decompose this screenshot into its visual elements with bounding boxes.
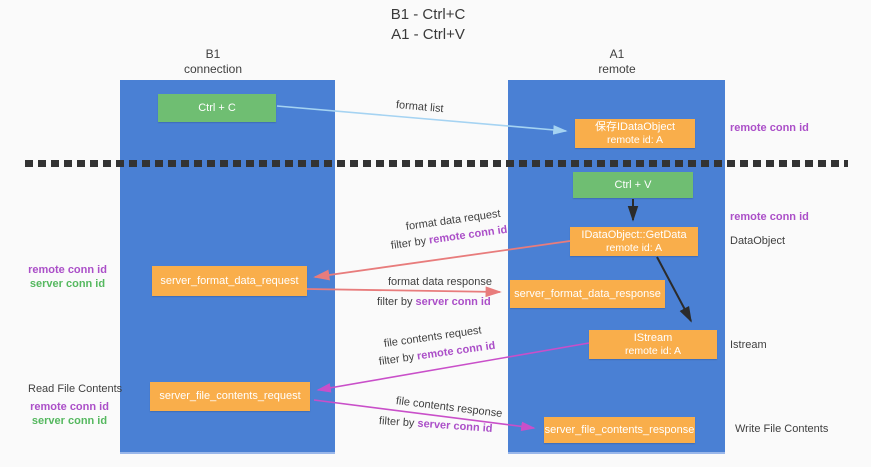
server-format-data-response-label: server_format_data_response [514,287,661,300]
dataobject-label: DataObject [730,235,786,247]
server-file-contents-request-label: server_file_contents_request [159,390,301,402]
legend2-server-conn-id: server conn id [31,415,108,427]
istream-line1: IStream [633,331,673,344]
remote-conn-id-label-mid: remote conn id [730,211,809,223]
lane-b1-name: B1 [205,47,221,61]
filter-key-server: server conn id [417,417,493,435]
getdata-box: IDataObject::GetData remote id: A [570,227,698,256]
filter-prefix: filter by [378,415,418,430]
lane-b1-sub: connection [183,62,243,76]
save-dataobject-box: 保存IDataObject remote id: A [575,119,695,148]
legend2-remote-conn-id: remote conn id [30,401,109,413]
file-contents-response-label: file contents response [395,395,503,420]
format-data-response-arrow [306,286,502,298]
getdata-line2: remote id: A [605,241,663,254]
filter-prefix: filter by [378,350,418,368]
conn-id-legend-1: remote conn id server conn id [20,263,115,291]
filter-by-server-conn-id-label-2: filter by server conn id [379,415,493,435]
lane-header-b1: B1 connection [153,47,273,77]
filter-key-server: server conn id [415,296,491,308]
lane-a1-sub: remote [598,62,636,76]
legend1-remote-conn-id: remote conn id [28,264,107,276]
title-line-b1: B1 - Ctrl+C [390,6,466,23]
istream-line2: remote id: A [624,344,682,357]
ctrl-c-label: Ctrl + C [198,101,236,114]
filter-prefix: filter by [390,234,430,252]
diagram-title: B1 - Ctrl+C A1 - Ctrl+V [318,5,538,45]
lane-a1-name: A1 [609,47,625,61]
legend1-server-conn-id: server conn id [29,278,106,290]
server-file-contents-response-label: server_file_contents_response [544,423,695,436]
server-format-data-request-label: server_format_data_request [160,274,299,287]
format-data-response-label: format data response [388,276,492,288]
getdata-line1: IDataObject::GetData [581,228,687,241]
remote-conn-id-label-top: remote conn id [730,122,809,134]
istream-side-label: Istream [730,339,767,351]
format-list-label: format list [395,99,445,116]
ctrl-c-box: Ctrl + C [158,94,276,122]
read-file-contents-label: Read File Contents [28,383,123,395]
title-line-a1: A1 - Ctrl+V [391,26,465,43]
server-file-contents-response-box: server_file_contents_response [544,417,695,443]
write-file-contents-label: Write File Contents [735,423,829,435]
filter-prefix: filter by [377,296,416,308]
server-format-data-response-box: server_format_data_response [510,280,665,308]
dashed-separator [25,160,848,167]
ctrl-v-box: Ctrl + V [573,172,693,198]
server-format-data-request-box: server_format_data_request [152,266,307,296]
filter-by-server-conn-id-label-1: filter by server conn id [377,296,491,308]
save-dataobject-line2: remote id: A [606,133,664,146]
istream-box: IStream remote id: A [589,330,717,359]
save-dataobject-line1: 保存IDataObject [594,120,676,133]
server-file-contents-request-box: server_file_contents_request [150,382,310,411]
conn-id-legend-2: remote conn id server conn id [22,400,117,428]
ctrl-v-label: Ctrl + V [614,178,652,191]
lane-header-a1: A1 remote [557,47,677,77]
